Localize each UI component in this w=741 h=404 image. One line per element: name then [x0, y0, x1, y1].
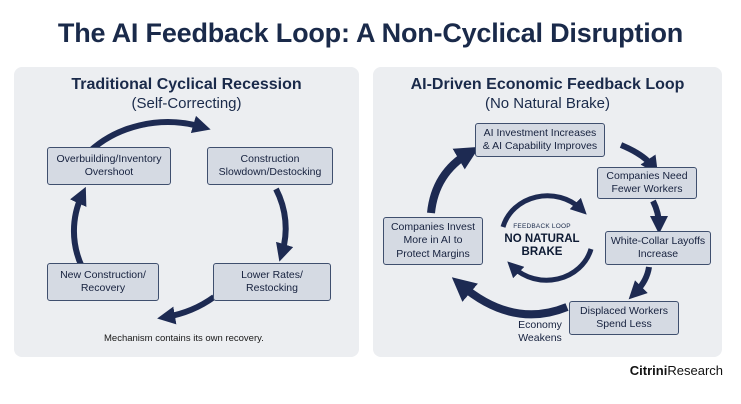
right-panel-subtitle: (No Natural Brake) — [484, 95, 611, 112]
right-loop-arrows — [427, 142, 668, 319]
inner-loop-arrow-a — [500, 193, 587, 228]
right-arrow-1 — [619, 142, 658, 175]
brand-part2: Research — [667, 363, 723, 378]
left-arrow-left — [70, 186, 87, 269]
no-natural-brake-label: NO NATURAL BRAKE — [504, 233, 580, 258]
node-fewer-workers: Companies Need Fewer Workers — [597, 167, 697, 199]
right-panel-title: AI-Driven Economic Feedback Loop — [410, 76, 685, 93]
main-title: The AI Feedback Loop: A Non-Cyclical Dis… — [57, 18, 684, 48]
node-construction-slowdown: Construction Slowdown/Destocking — [207, 147, 333, 185]
left-panel-subtitle: (Self-Correcting) — [131, 95, 242, 112]
feedback-loop-label: FEEDBACK LOOP — [513, 223, 571, 230]
left-cycle-arrows — [70, 115, 294, 325]
right-arrow-4 — [451, 277, 569, 319]
left-caption: Mechanism contains its own recovery. — [104, 333, 264, 344]
left-panel-title: Traditional Cyclical Recession — [71, 76, 302, 93]
right-arrow-5 — [427, 146, 480, 214]
node-layoffs: White-Collar Layoffs Increase — [605, 231, 711, 265]
right-arrow-2 — [649, 199, 668, 234]
economy-weakens-label: Economy Weakens — [518, 319, 562, 345]
inner-loop-arrow-b — [507, 248, 594, 283]
node-spend-less: Displaced Workers Spend Less — [569, 301, 679, 335]
citrini-research-logo: CitriniResearch — [630, 363, 723, 378]
right-arrow-3 — [628, 266, 652, 300]
node-invest-more-ai: Companies Invest More in AI to Protect M… — [383, 217, 483, 265]
node-lower-rates: Lower Rates/ Restocking — [213, 263, 331, 301]
node-ai-investment: AI Investment Increases & AI Capability … — [475, 123, 605, 157]
traditional-recession-panel: Traditional Cyclical Recession (Self-Cor… — [14, 67, 359, 357]
node-overbuilding: Overbuilding/Inventory Overshoot — [47, 147, 171, 185]
node-new-construction: New Construction/ Recovery — [47, 263, 159, 301]
left-arrow-right — [273, 187, 294, 262]
brand-part1: Citrini — [629, 363, 668, 378]
left-arrow-top — [83, 115, 211, 158]
left-arrow-bottom — [157, 294, 216, 325]
ai-feedback-panel: AI-Driven Economic Feedback Loop (No Nat… — [373, 67, 722, 357]
